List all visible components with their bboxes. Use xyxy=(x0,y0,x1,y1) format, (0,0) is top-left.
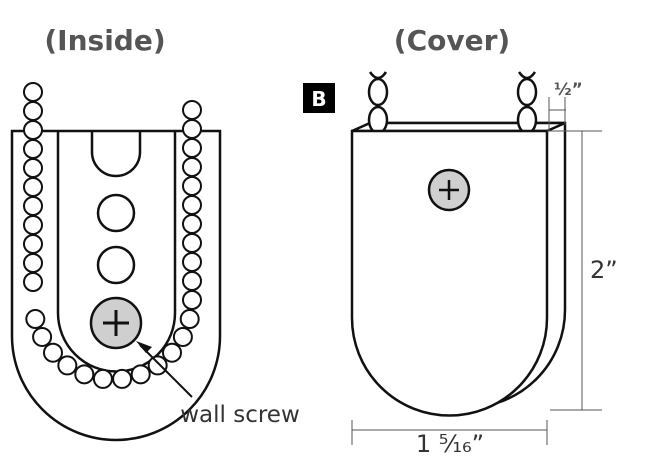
hole-1 xyxy=(96,193,136,233)
chain-bead xyxy=(182,252,202,272)
chain-bead xyxy=(182,233,202,253)
half-inch-label: ½” xyxy=(554,80,583,100)
chain-bead xyxy=(182,157,202,177)
wall-screw-label: wall screw xyxy=(180,402,300,428)
hole-2 xyxy=(96,245,136,285)
badge-label: B xyxy=(311,87,326,111)
chain-bead xyxy=(23,158,43,178)
chain-bead xyxy=(23,215,43,235)
title-inside: (Inside) xyxy=(44,24,165,57)
chain-bead xyxy=(92,368,113,389)
chain-bead xyxy=(23,234,43,254)
pointer-arrow xyxy=(139,344,193,398)
chain-bead xyxy=(182,138,202,158)
height-label: 2” xyxy=(590,256,618,284)
cover-screw-cross-icon xyxy=(439,180,459,200)
bead-chain xyxy=(23,82,202,389)
chain-bead xyxy=(182,100,202,120)
chain-bead xyxy=(182,195,202,215)
chain-bead xyxy=(23,196,43,216)
chain-bead xyxy=(42,342,63,363)
chain-bead xyxy=(112,368,133,389)
top-slot xyxy=(90,131,142,178)
dimension-lines xyxy=(351,97,602,445)
chain-bead xyxy=(23,101,43,121)
chain-bead xyxy=(23,177,43,197)
chain-bead xyxy=(182,176,202,196)
chain-bead xyxy=(23,82,43,102)
arrowhead-icon xyxy=(136,341,152,353)
chain-bead xyxy=(23,253,43,273)
chain-bead xyxy=(74,364,95,385)
chain-bead xyxy=(172,326,193,347)
badge-box xyxy=(303,83,335,113)
cover-front xyxy=(350,129,549,417)
cover-chain-right xyxy=(516,71,538,135)
chain-bead xyxy=(147,355,168,376)
cover-view xyxy=(350,71,567,417)
chain-bead xyxy=(182,290,202,310)
chain-bead xyxy=(130,364,151,385)
chain-bead xyxy=(25,309,46,330)
chain-bead xyxy=(23,272,43,292)
chain-bead xyxy=(162,342,183,363)
chain-bead xyxy=(23,120,43,140)
screw-cross-icon xyxy=(103,310,129,336)
cover-chain-left xyxy=(367,71,389,135)
chain-bead xyxy=(23,139,43,159)
chain-bead xyxy=(179,309,200,330)
chain-bead xyxy=(57,355,78,376)
chain-bead xyxy=(182,271,202,291)
chain-bead xyxy=(182,119,202,139)
inside-view xyxy=(10,82,222,442)
width-label: 1 ⁵⁄₁₆” xyxy=(416,430,484,458)
title-cover: (Cover) xyxy=(394,24,510,57)
chain-bead xyxy=(182,214,202,234)
chain-bead xyxy=(32,326,53,347)
